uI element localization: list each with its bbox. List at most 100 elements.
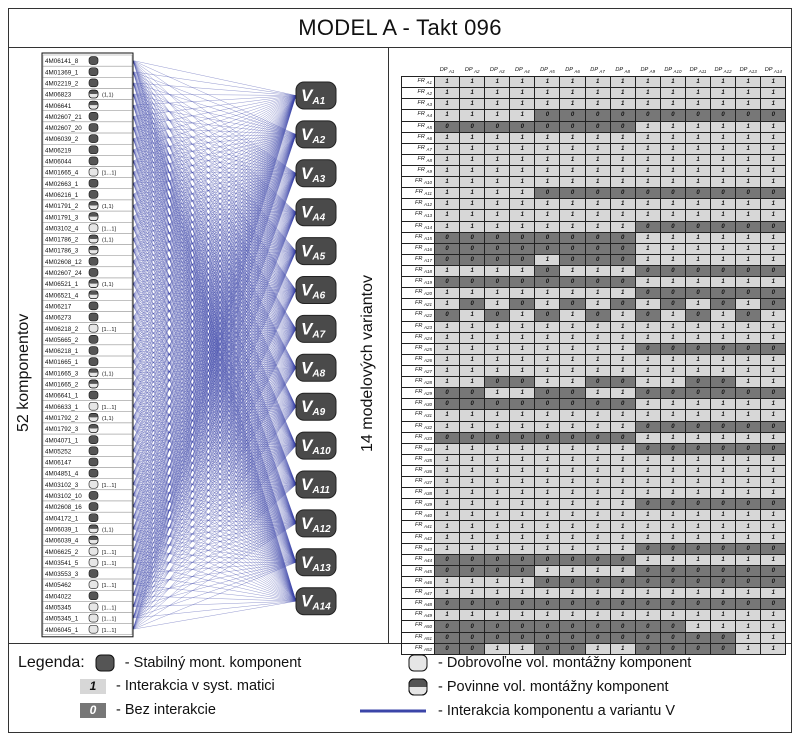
matrix-cell-interaction: 1 [735, 353, 762, 366]
matrix-cell-no-interaction: 0 [534, 598, 561, 611]
matrix-cell-interaction: 1 [509, 464, 536, 478]
interaction-edge [132, 212, 297, 630]
matrix-cell-no-interaction: 0 [534, 264, 561, 278]
matrix-row-header: FR A26 [401, 353, 435, 366]
matrix-cell-interaction: 1 [684, 98, 712, 111]
matrix-cell-no-interaction: 0 [609, 598, 636, 611]
matrix-cell-interaction: 1 [484, 131, 511, 144]
matrix-cell-no-interaction: 0 [710, 187, 737, 200]
matrix-cell-interaction: 1 [433, 87, 461, 100]
interaction-edge [132, 484, 297, 574]
matrix-cell-no-interaction: 0 [735, 287, 762, 300]
matrix-cell-interaction: 1 [459, 176, 486, 189]
matrix-cell-no-interaction: 0 [710, 287, 737, 300]
interaction-edge [132, 134, 297, 284]
matrix-cell-interaction: 1 [634, 464, 661, 478]
interaction-edge [132, 134, 297, 162]
matrix-cell-no-interaction: 0 [684, 642, 712, 655]
matrix-cell-interaction: 1 [684, 476, 712, 489]
matrix-cell-interaction: 1 [659, 98, 686, 111]
matrix-cell-interaction: 1 [484, 364, 511, 378]
matrix-cell-no-interaction: 0 [710, 298, 737, 311]
matrix-cell-no-interaction: 0 [559, 109, 586, 122]
matrix-cell-interaction: 1 [433, 464, 461, 478]
interaction-edge [132, 328, 297, 563]
matrix-cell-no-interaction: 0 [509, 631, 536, 644]
mandatory-component-icon [408, 678, 428, 696]
matrix-cell-interaction: 1 [684, 531, 712, 544]
matrix-row-header: FR A30 [401, 398, 435, 411]
component-name: 4M03102_3 [45, 482, 79, 489]
edge-line-icon [360, 709, 426, 713]
matrix-cell-interaction: 1 [760, 431, 787, 444]
matrix-cell-no-interaction: 0 [584, 187, 611, 200]
matrix-cell-interaction: 1 [760, 276, 787, 289]
interaction-edge [132, 523, 297, 630]
interaction-edge [132, 289, 297, 619]
matrix-cell-no-interaction: 0 [735, 442, 762, 455]
component-name: 4M01369_1 [45, 69, 79, 76]
matrix-cell-no-interaction: 0 [760, 420, 787, 433]
matrix-cell-interaction: 1 [659, 531, 686, 544]
interaction-edge [132, 95, 297, 585]
matrix-cell-interaction: 1 [634, 87, 661, 100]
matrix-cell-no-interaction: 0 [684, 264, 712, 278]
component-tag: [1...1] [102, 327, 116, 333]
interaction-edge [132, 445, 297, 574]
matrix-cell-no-interaction: 0 [760, 264, 787, 278]
mandatory-component-icon [88, 201, 99, 210]
matrix-cell-interaction: 1 [509, 287, 536, 300]
matrix-cell-interaction: 1 [534, 253, 561, 266]
matrix-cell-no-interaction: 0 [484, 631, 511, 644]
matrix-cell-no-interaction: 0 [760, 109, 787, 122]
matrix-cell-no-interaction: 0 [559, 598, 586, 611]
matrix-cell-interaction: 1 [735, 76, 762, 89]
interaction-edge [132, 289, 297, 574]
matrix-row-header: FR A24 [401, 331, 435, 344]
matrix-cell-interaction: 1 [684, 131, 712, 144]
matrix-cell-no-interaction: 0 [433, 598, 461, 611]
matrix-cell-interaction: 1 [684, 431, 712, 444]
matrix-cell-interaction: 1 [459, 364, 486, 378]
matrix-cell-interaction: 1 [634, 587, 661, 600]
interaction-edge [132, 95, 297, 396]
matrix-cell-interaction: 1 [735, 153, 762, 166]
matrix-cell-interaction: 1 [659, 198, 686, 211]
component-name: 4M02608_12 [45, 259, 82, 266]
matrix-cell-interaction: 1 [684, 320, 712, 333]
matrix-cell-no-interaction: 0 [534, 620, 561, 633]
stable-component-icon [88, 502, 99, 511]
variants-axis-label: 14 modelových variantov [359, 275, 376, 452]
matrix-cell-no-interaction: 0 [559, 431, 586, 444]
matrix-cell-no-interaction: 0 [534, 231, 561, 244]
matrix-cell-interaction: 1 [484, 609, 511, 622]
matrix-cell-interaction: 1 [509, 531, 536, 544]
matrix-cell-interaction: 1 [710, 364, 737, 378]
component-name: 4M01791_3 [45, 214, 79, 221]
matrix-cell-no-interaction: 0 [559, 187, 586, 200]
matrix-cell-interaction: 1 [634, 431, 661, 444]
matrix-cell-interaction: 1 [760, 153, 787, 166]
interaction-edge [132, 95, 297, 373]
matrix-cell-no-interaction: 0 [609, 231, 636, 244]
matrix-cell-interaction: 1 [760, 76, 787, 89]
variant-node: VA6 [295, 276, 337, 304]
matrix-cell-interaction: 1 [735, 142, 762, 155]
matrix-cell-interaction: 1 [609, 520, 636, 533]
component-name: 4M06219 [45, 147, 72, 154]
matrix-cell-interaction: 1 [684, 509, 712, 522]
interaction-edge [132, 584, 297, 602]
matrix-cell-interaction: 1 [584, 220, 611, 233]
component-tag: (1,1) [102, 527, 114, 533]
matrix-cell-interaction: 1 [534, 509, 561, 522]
matrix-cell-interaction: 1 [484, 520, 511, 533]
matrix-cell-interaction: 1 [433, 576, 461, 589]
stable-component-icon [88, 513, 99, 522]
component-name: 4M01792_2 [45, 415, 79, 422]
matrix-col-header: DP A5 [540, 67, 555, 75]
legend: Legenda: - Stabilný mont. komponent 1 - … [8, 644, 792, 733]
matrix-cell-interaction: 1 [484, 342, 511, 355]
